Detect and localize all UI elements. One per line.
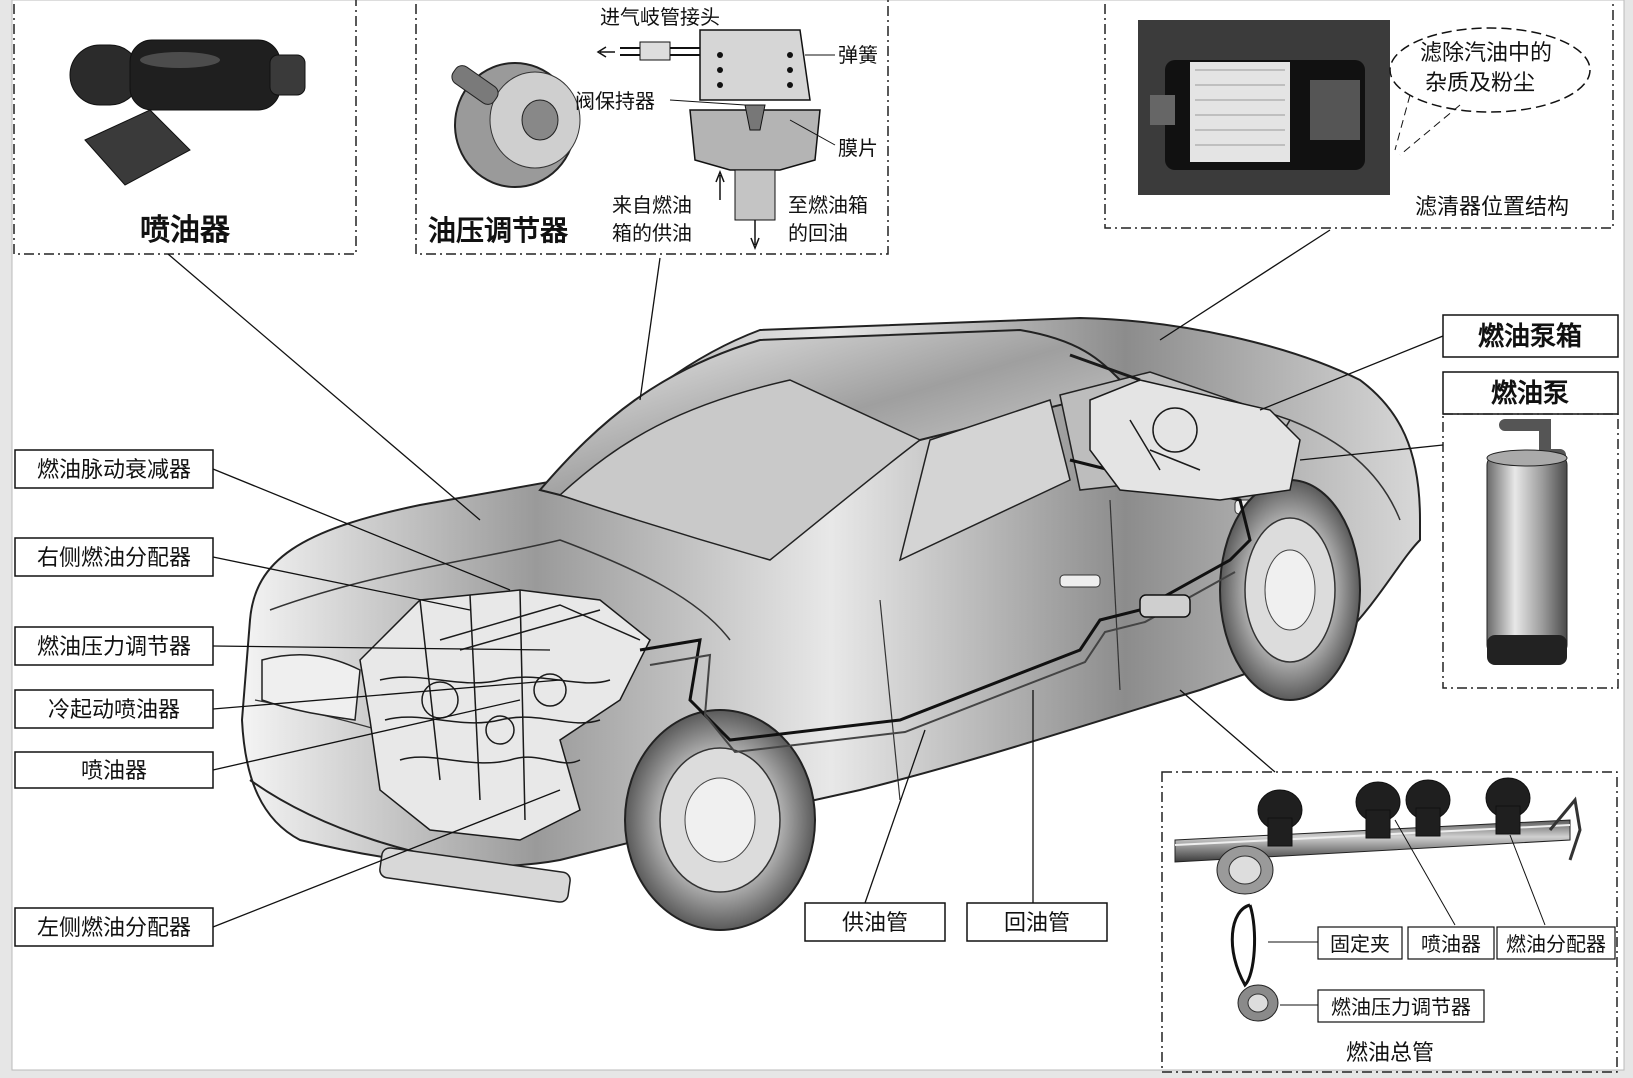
pump-label: 燃油泵 bbox=[1491, 379, 1569, 409]
filter-callout-line2: 杂质及粉尘 bbox=[1425, 71, 1535, 96]
regulator-cutaway bbox=[596, 29, 821, 251]
regulator-label-diaphragm: 膜片 bbox=[838, 136, 878, 160]
pump-photo bbox=[1486, 419, 1568, 665]
injector-photo bbox=[69, 39, 306, 186]
rail-label-regulator: 燃油压力调节器 bbox=[1331, 995, 1471, 1019]
pump-section: 燃油泵箱 燃油泵 bbox=[1442, 314, 1619, 689]
rail-label-injector: 喷油器 bbox=[1421, 932, 1481, 956]
regulator-panel: 进气岐管接头 弹簧 阀保持器 膜片 来自燃油 箱的供油 至燃油箱 的回油 油压调… bbox=[415, 0, 889, 255]
left-label-cold-start-injector: 冷起动喷油器 bbox=[48, 698, 180, 723]
rail-label-clip: 固定夹 bbox=[1330, 932, 1390, 956]
regulator-label-return-out-1: 至燃油箱 bbox=[788, 193, 868, 217]
left-label-right-distributor: 右侧燃油分配器 bbox=[37, 546, 191, 571]
filter-panel: 滤除汽油中的 杂质及粉尘 滤清器位置结构 bbox=[1104, 0, 1614, 229]
pump-box-label: 燃油泵箱 bbox=[1478, 321, 1582, 352]
injector-panel-title: 喷油器 bbox=[140, 213, 231, 248]
filter-caption: 滤清器位置结构 bbox=[1415, 195, 1569, 220]
return-pipe-label: 回油管 bbox=[1004, 911, 1070, 936]
left-label-left-distributor: 左侧燃油分配器 bbox=[37, 916, 191, 941]
regulator-label-valve-holder: 阀保持器 bbox=[575, 89, 655, 113]
left-label-pulsation-damper: 燃油脉动衰减器 bbox=[37, 458, 191, 483]
injector-panel: 喷油器 bbox=[13, 0, 357, 255]
fuel-rail-panel-title: 燃油总管 bbox=[1346, 1041, 1434, 1066]
fuel-rail-panel: 固定夹 喷油器 燃油分配器 燃油压力调节器 燃油总管 bbox=[1161, 771, 1618, 1073]
regulator-photo bbox=[451, 62, 581, 188]
regulator-panel-title: 油压调节器 bbox=[428, 214, 569, 247]
fuel-tank-illustration bbox=[1069, 353, 1301, 501]
fuel-rail-photo bbox=[1174, 777, 1582, 1022]
left-label-pressure-regulator: 燃油压力调节器 bbox=[37, 635, 191, 660]
regulator-label-supply-in-2: 箱的供油 bbox=[612, 221, 692, 245]
regulator-label-supply-in-1: 来自燃油 bbox=[612, 193, 692, 217]
filter-callout-line1: 滤除汽油中的 bbox=[1420, 41, 1552, 66]
bottom-label-row: 供油管 回油管 bbox=[804, 902, 1108, 942]
engine-illustration bbox=[359, 589, 651, 841]
left-label-injector: 喷油器 bbox=[81, 759, 147, 784]
car-illustration bbox=[240, 316, 1421, 931]
supply-pipe-label: 供油管 bbox=[842, 911, 908, 936]
rail-label-distributor: 燃油分配器 bbox=[1506, 932, 1606, 956]
filter-photo bbox=[1138, 20, 1390, 195]
regulator-label-return-out-2: 的回油 bbox=[788, 221, 848, 245]
leader-lines bbox=[167, 229, 1444, 928]
left-label-column: 燃油脉动衰减器 右侧燃油分配器 燃油压力调节器 冷起动喷油器 喷油器 左侧燃油分… bbox=[14, 449, 214, 947]
regulator-label-manifold: 进气岐管接头 bbox=[600, 5, 720, 29]
regulator-label-spring: 弹簧 bbox=[838, 43, 878, 67]
